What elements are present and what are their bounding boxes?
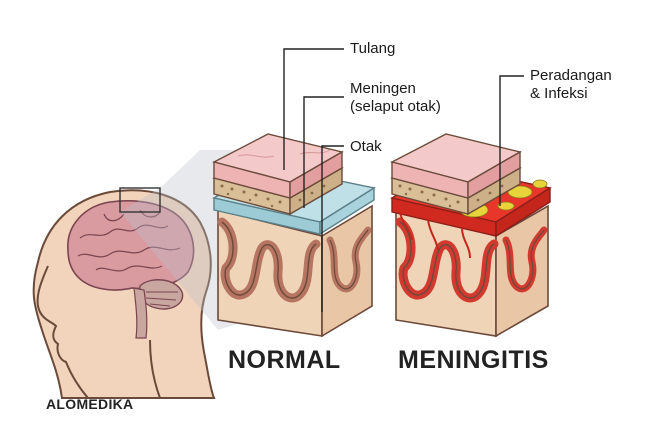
label-infeksi: & Infeksi <box>530 85 588 102</box>
label-meningen: Meningen <box>350 80 416 97</box>
normal-block <box>214 134 374 336</box>
label-tulang: Tulang <box>350 40 395 57</box>
meningitis-block <box>392 134 550 336</box>
panel-title-normal: NORMAL <box>228 346 341 375</box>
label-otak: Otak <box>350 138 382 155</box>
brand-logo: ALOMEDIKA <box>46 396 133 412</box>
label-peradangan: Peradangan <box>530 67 612 84</box>
panel-title-meningitis: MENINGITIS <box>398 346 549 375</box>
label-meningen-sub: (selaput otak) <box>350 98 441 115</box>
